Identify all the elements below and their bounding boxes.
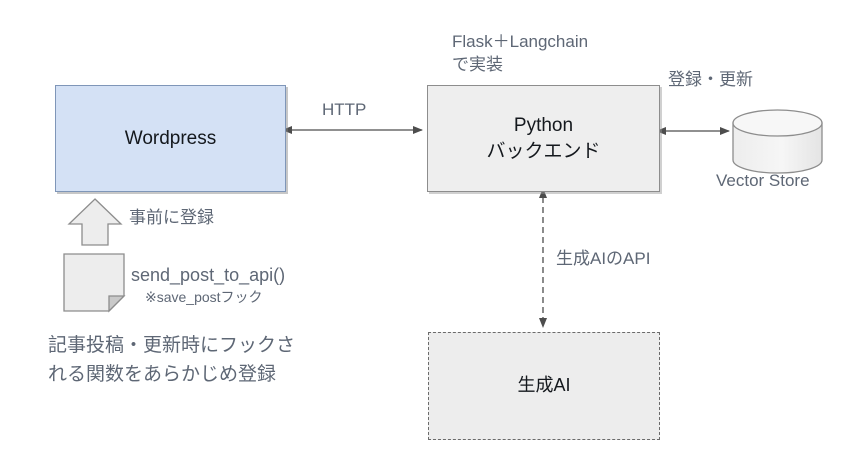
annotation-register-update: 登録・更新 [668,70,753,89]
node-generative-ai-label: 生成AI [517,375,571,396]
annotation-flask-langchain: Flask＋Langchain で実装 [452,32,589,74]
node-python-backend-label: Python バックエンド [486,115,601,162]
block-arrow-up [67,198,123,246]
hook-note-sublabel: ※save_postフック [145,289,263,305]
annotation-prior-registration: 事前に登録 [129,208,214,227]
bottom-caption: 記事投稿・更新時にフックさ れる関数をあらかじめ登録 [48,335,296,385]
node-python-backend[interactable]: Python バックエンド [427,85,660,192]
node-wordpress[interactable]: Wordpress [55,85,286,192]
node-generative-ai[interactable]: 生成AI [428,332,660,440]
hook-note-title: send_post_to_api() [131,265,286,285]
node-wordpress-label: Wordpress [124,127,217,149]
annotation-generative-ai-api: 生成AIのAPI [556,249,651,268]
node-vector-store-label: Vector Store [716,171,810,190]
annotation-http: HTTP [322,100,367,119]
hook-note-shape [63,253,126,313]
vector-store-cylinder [732,109,823,174]
